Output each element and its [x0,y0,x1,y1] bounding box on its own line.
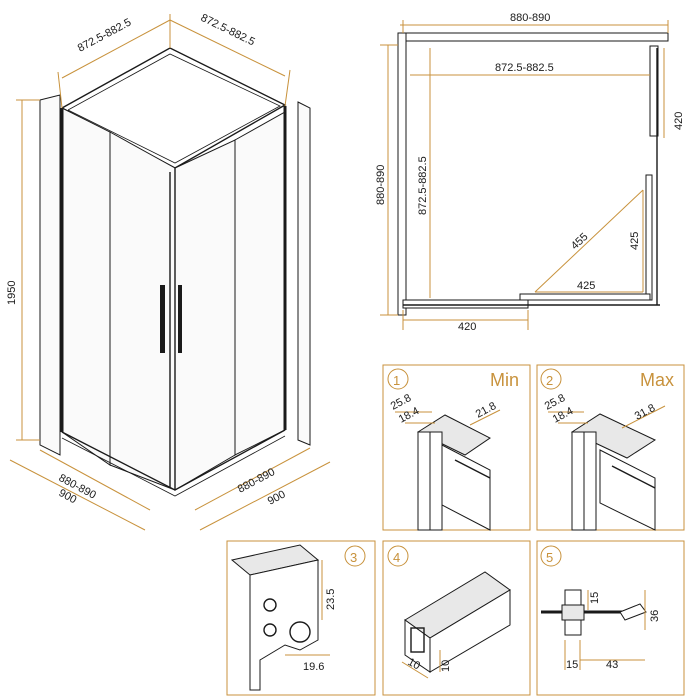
plan-diag-v-dim: 425 [629,232,641,250]
detail-3-number: 3 [350,550,357,565]
detail-2: 2 Max 25.8 18.4 31.8 [536,364,685,531]
detail-5-dim-c: 15 [566,659,578,671]
detail-3-dim-b: 19.6 [303,661,324,673]
detail-5: 5 15 36 15 43 [536,540,685,696]
detail-5-dim-d: 43 [606,659,618,671]
detail-4-dim-a: 10 [406,656,422,672]
plan-diag-h-dim: 425 [577,280,595,292]
detail-5-dim-b: 36 [649,610,661,622]
iso-top-left-dim: 872.5-882.5 [76,16,133,54]
plan-top-dim: 880-890 [510,12,550,24]
plan-diag-dim: 455 [569,231,591,252]
detail-2-dim-c: 31.8 [633,402,658,423]
detail-5-number: 5 [546,550,553,565]
iso-height-dim: 1950 [6,281,18,305]
plan-inner-left-dim: 872.5-882.5 [417,156,429,215]
iso-bottom-right-outer: 900 [266,488,288,507]
detail-3: 3 23.5 19.6 [226,540,376,696]
detail-2-number: 2 [546,373,553,388]
plan-view: 880-890 872.5-882.5 880-890 872.5-882.5 … [375,12,685,333]
plan-bottom-dim: 420 [458,321,476,333]
plan-inner-top-dim: 872.5-882.5 [495,62,554,74]
detail-4-dim-b: 10 [440,660,452,672]
detail-1-title: Min [490,370,519,390]
right-fixed-panel [234,111,286,456]
left-handle [160,285,165,353]
iso-top-right-dim: 872.5-882.5 [199,12,257,49]
left-wall [39,94,61,456]
detail-1-number: 1 [393,373,400,388]
left-fixed-panel [61,107,111,466]
isometric-view: 872.5-882.5 872.5-882.5 1950 880-890 900… [6,12,331,531]
right-wall [297,101,311,446]
detail-1: 1 Min 25.8 18.4 21.8 [382,364,531,531]
plan-left-dim: 880-890 [375,165,387,205]
right-handle [178,285,182,353]
detail-2-title: Max [640,370,674,390]
plan-right-dim: 420 [673,112,685,130]
left-sliding-panel [109,131,176,491]
iso-bottom-right-inner: 880-890 [236,466,277,496]
right-sliding-panel [174,139,236,491]
detail-4: 4 10 10 [382,540,531,696]
detail-3-dim-a: 23.5 [325,589,337,610]
detail-1-dim-c: 21.8 [474,400,499,421]
detail-4-number: 4 [393,550,400,565]
detail-5-dim-a: 15 [589,592,601,604]
